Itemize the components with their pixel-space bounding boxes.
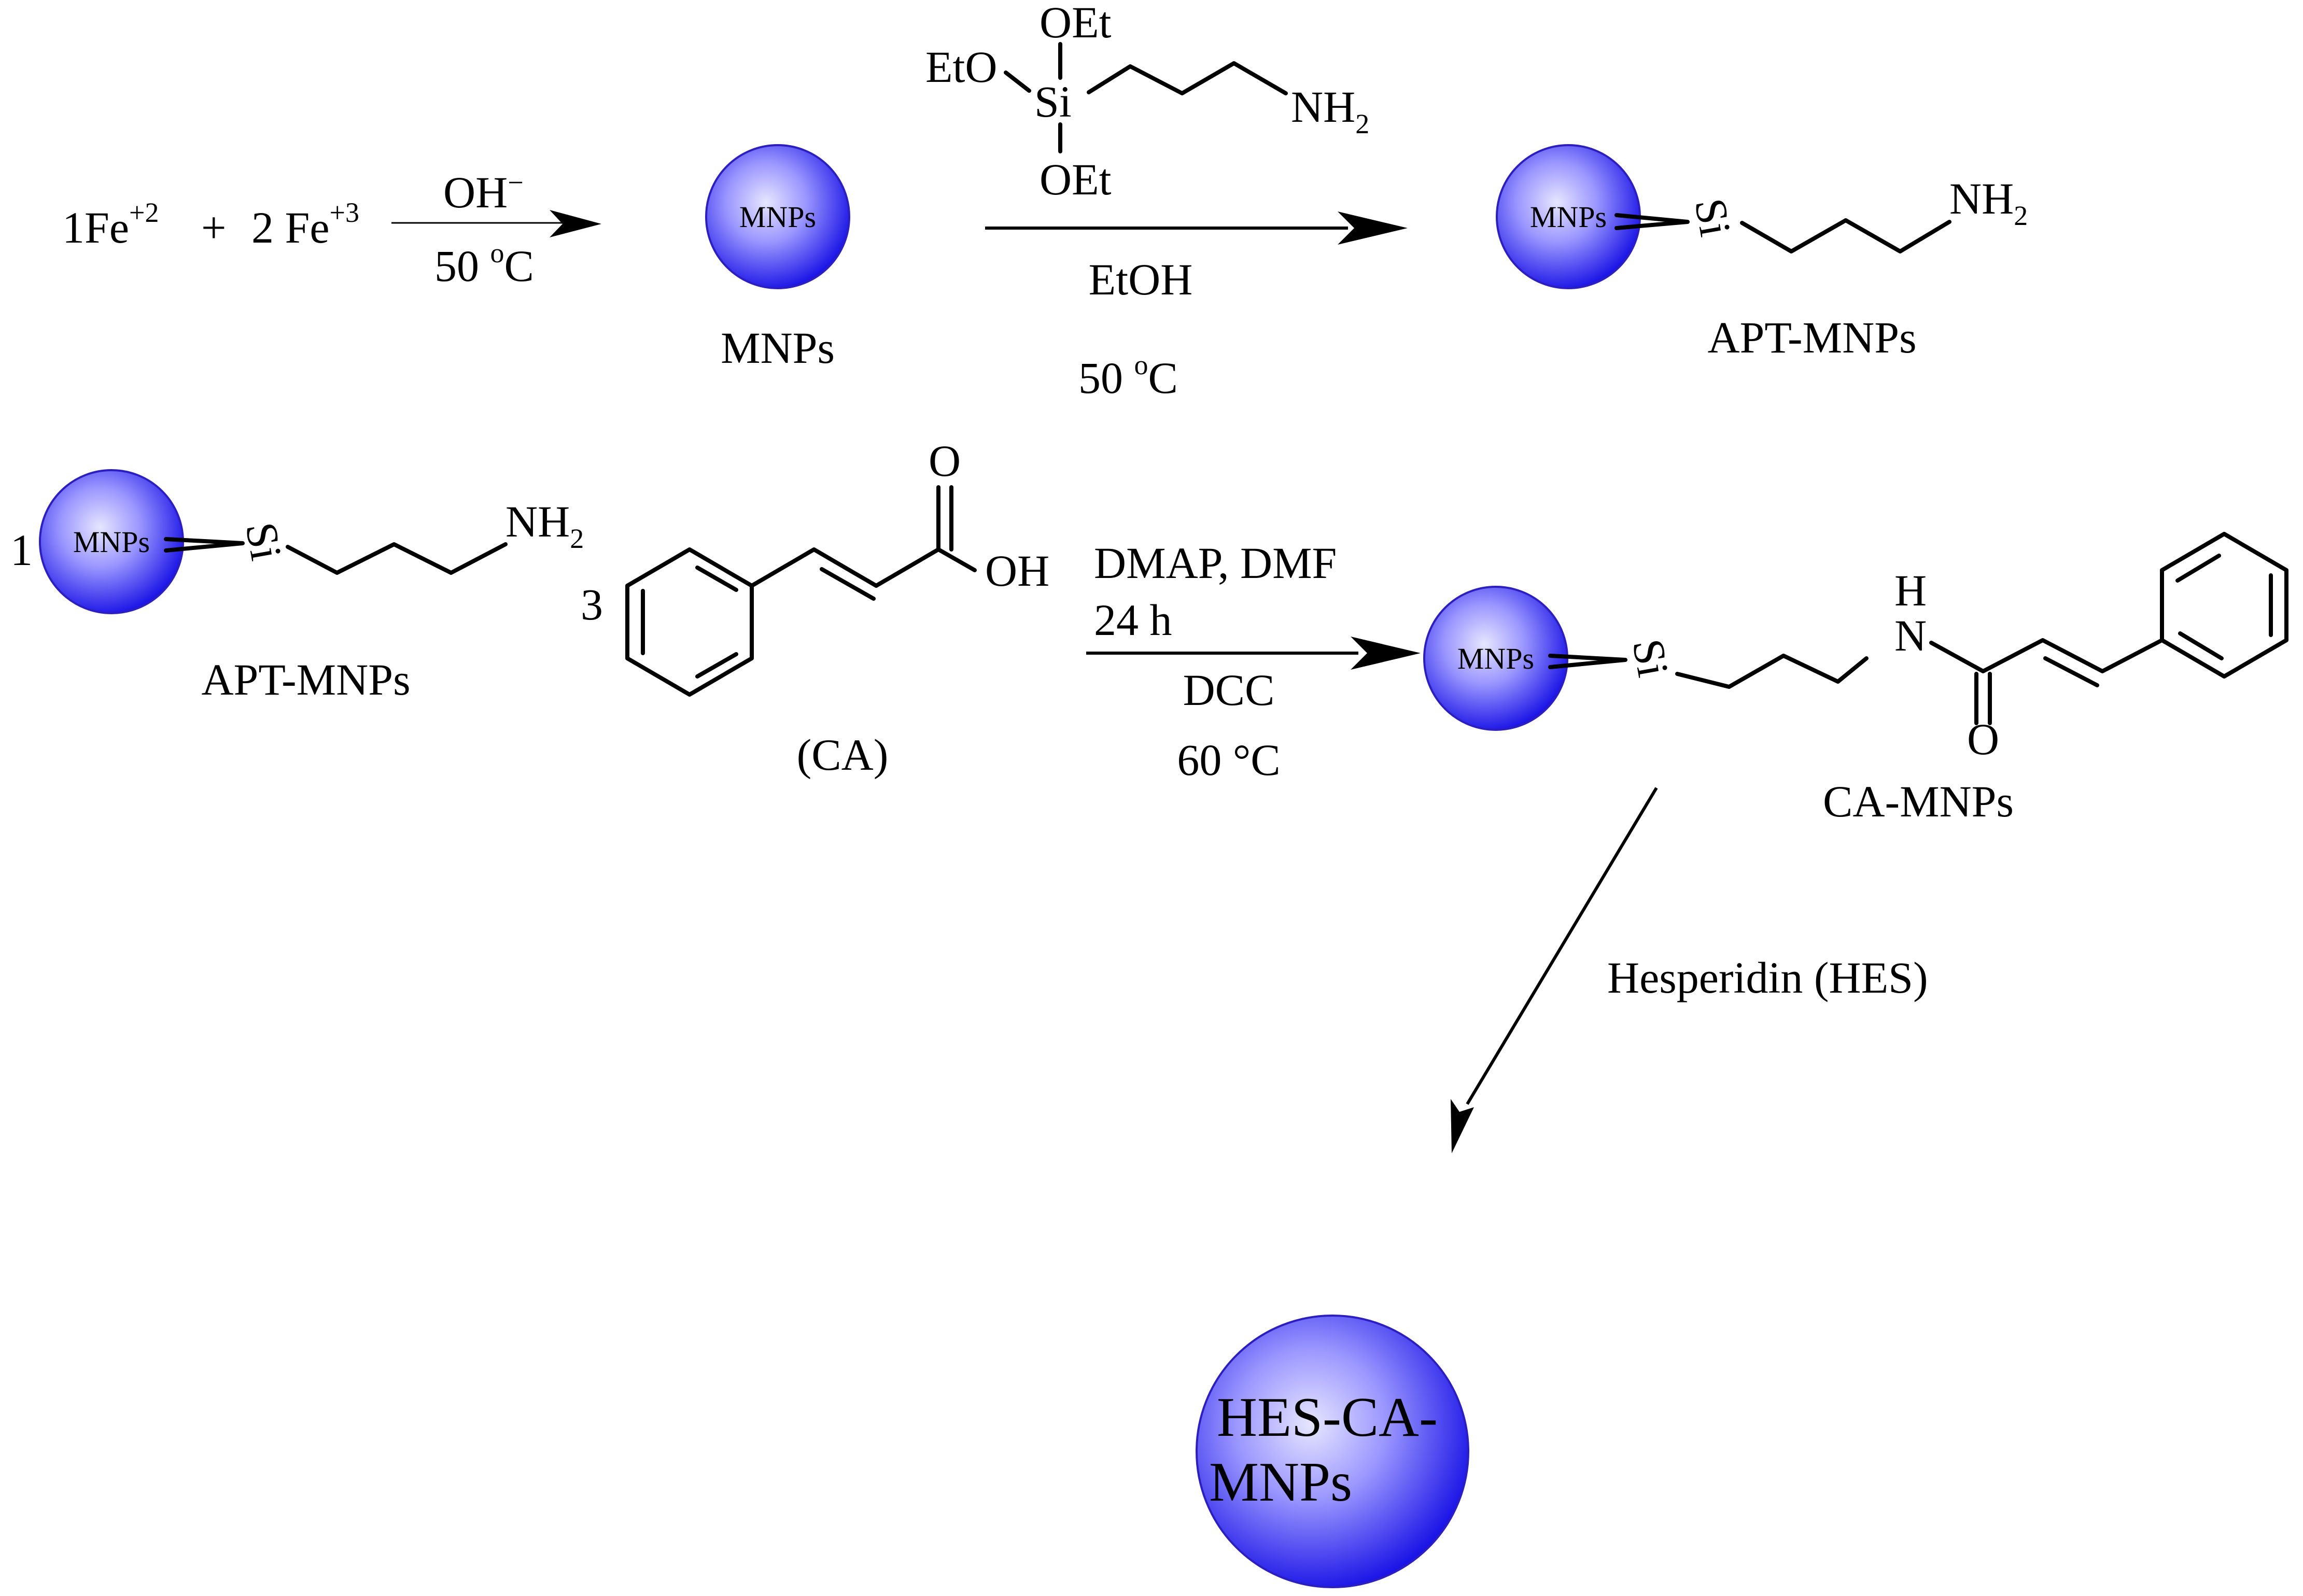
ca-mnps-carbonyl-bond [1974, 672, 1992, 725]
fe2-reagent: 1Fe+2 [62, 197, 159, 252]
apt-reactant-si: Si [236, 519, 291, 564]
step2-reaction: OEt EtO Si OEt NH2 EtOH 50 oC MNPs Si NH… [925, 0, 2028, 403]
ca-mnps-carbonyl-o: O [1967, 714, 1999, 764]
silane-amine: NH2 [1291, 82, 1369, 139]
silane-bonds [1004, 42, 1288, 153]
step3-reaction: 1 MNPs Si NH2 APT-MNPs 3 O OH (CA) DMAP,… [10, 436, 2288, 826]
step1-temperature: 50 oC [434, 237, 534, 291]
ca-coefficient: 3 [581, 580, 603, 629]
silane-oet-top: OEt [1040, 0, 1112, 47]
ca-mnps-anchor-bonds [1548, 654, 1627, 669]
ca-ring-double-bonds [641, 566, 738, 679]
apt-reactant-caption: APT-MNPs [201, 655, 410, 704]
ca-chain [750, 547, 940, 588]
ca-carbonyl-o: O [929, 436, 961, 486]
ca-mnps-amide-n: N [1894, 611, 1927, 660]
hes-ca-mnps-label-line1: HES-CA- [1217, 1387, 1438, 1448]
apt-mnps-amine: NH2 [1949, 174, 2028, 231]
step3-condition-reagents: DMAP, DMF [1094, 538, 1337, 588]
ca-mnps-alkene-double-bond [2043, 656, 2099, 687]
ca-mnps-propyl-chain [1675, 654, 1869, 689]
hydroxide-condition: OH− [443, 167, 524, 217]
hes-ca-mnps-label-line2: MNPs [1209, 1451, 1352, 1513]
step2-temperature: 50 oC [1078, 349, 1178, 403]
step4-arrowhead [1451, 1099, 1474, 1153]
apt-reactant-sphere-label: MNPs [73, 525, 150, 559]
apt-mnps-si: Si [1685, 195, 1740, 240]
step2-arrowhead [1338, 211, 1408, 245]
apt-mnps-anchor-bonds [1614, 213, 1690, 230]
apt-mnps-caption: APT-MNPs [1707, 313, 1916, 362]
apt-mnps-sphere-label: MNPs [1530, 200, 1607, 234]
silane-eto: EtO [925, 42, 998, 92]
step1-reaction: 1Fe+2 + 2 Fe+3 OH− 50 oC MNPs MNPs [62, 144, 850, 373]
apt-reactant-chain [286, 542, 508, 575]
step1-arrowhead [550, 210, 601, 237]
ca-mnps-acyl-chain [1929, 638, 2164, 673]
plus-sign: + [201, 203, 227, 252]
ca-caption: (CA) [797, 730, 889, 780]
apt-coefficient: 1 [10, 525, 33, 575]
ca-mnps-caption: CA-MNPs [1823, 776, 2014, 826]
hes-ca-mnps-sphere [1196, 1315, 1469, 1588]
apt-mnps-chain [1740, 218, 1951, 253]
mnps-sphere [705, 144, 850, 289]
step3-condition-temperature: 60 °C [1177, 735, 1280, 785]
ca-mnps-ring-double-bonds [2175, 554, 2273, 660]
ca-carboxyl-bonds [936, 485, 977, 572]
ca-mnps-benzene-ring [2160, 532, 2288, 679]
ca-mnps-si: Si [1623, 635, 1678, 681]
apt-reactant-anchor-bonds [164, 537, 245, 553]
ca-mnps-sphere-label: MNPs [1457, 642, 1534, 675]
step4-reagent: Hesperidin (HES) [1607, 953, 1928, 1002]
step4-reaction: Hesperidin (HES) HES-CA- MNPs [1196, 787, 1928, 1588]
fe3-reagent: 2 Fe+3 [251, 197, 359, 252]
silane-oet-bottom: OEt [1040, 154, 1112, 204]
ca-alkene-double-bond [820, 567, 876, 601]
step3-arrowhead [1351, 637, 1421, 670]
step4-arrow [1466, 787, 1658, 1105]
silane-si: Si [1034, 77, 1072, 126]
step3-condition-coupling: DCC [1183, 665, 1275, 715]
apt-reactant-amine: NH2 [505, 497, 584, 554]
step3-condition-time: 24 h [1094, 595, 1172, 645]
mnps-caption: MNPs [721, 323, 835, 373]
step2-solvent: EtOH [1089, 255, 1193, 304]
mnps-sphere-label: MNPs [739, 200, 816, 234]
ca-benzene-ring [625, 547, 754, 697]
ca-hydroxyl: OH [985, 546, 1049, 596]
ca-mnps-amide-h: H [1894, 566, 1927, 615]
